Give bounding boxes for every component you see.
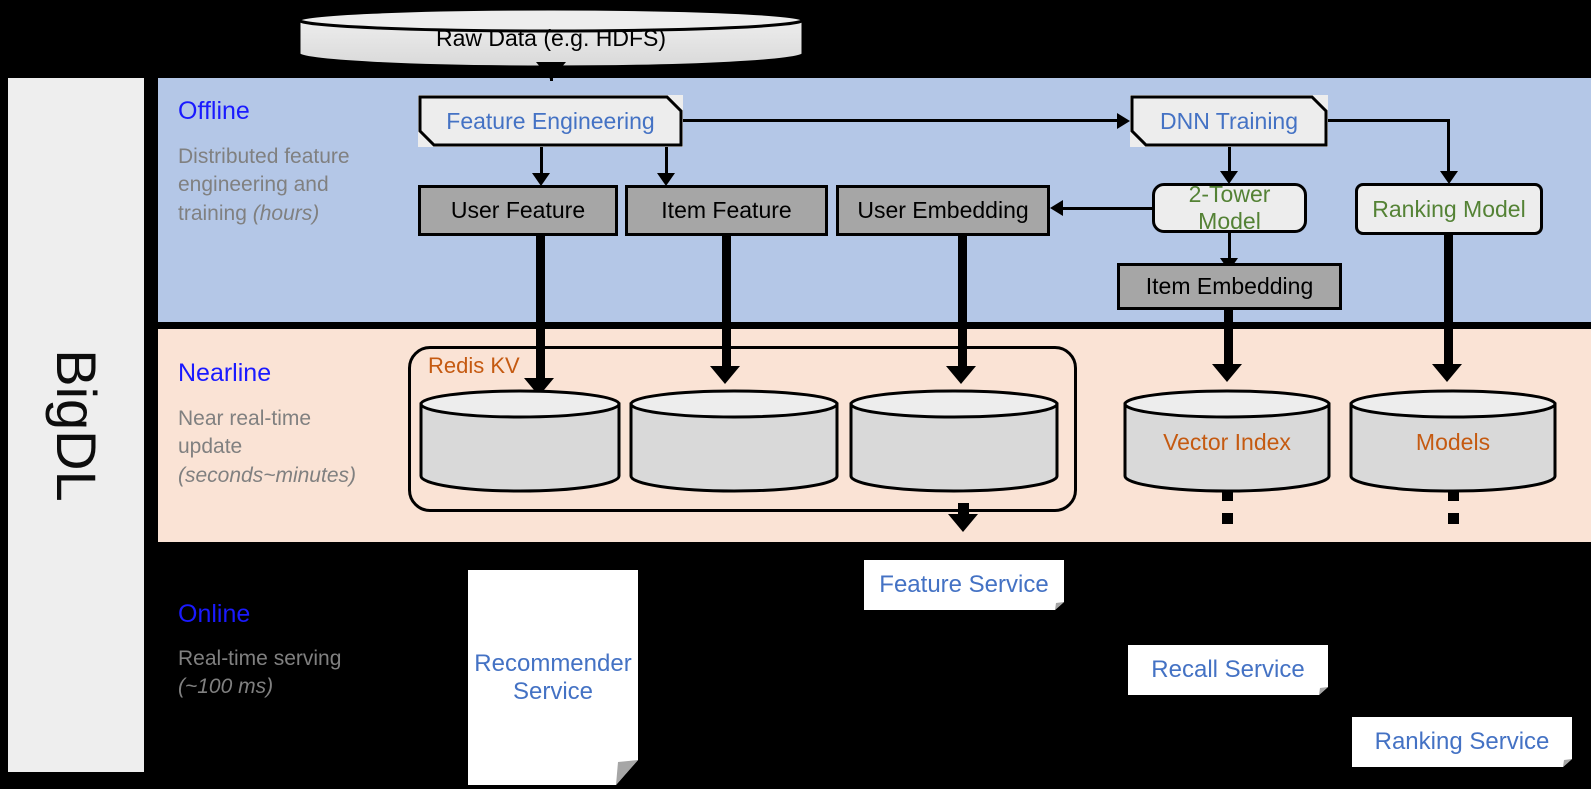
- pipe-itemfeature-arrow: [710, 366, 740, 384]
- recommender-service-card[interactable]: Recommender Service: [468, 570, 638, 785]
- recommender-service-label: Recommender Service: [474, 649, 632, 705]
- item-feature-node[interactable]: Item Feature: [625, 185, 828, 236]
- recall-service-card[interactable]: Recall Service: [1128, 645, 1328, 695]
- two-tower-model-node[interactable]: 2-Tower Model: [1152, 181, 1307, 234]
- pipe-userembedding-arrow: [946, 366, 976, 384]
- band-subtitle-offline: Distributed feature engineering and trai…: [178, 145, 350, 225]
- edge-dnn-ranking-v: [1447, 119, 1450, 171]
- vector-index-label: Vector Index: [1163, 428, 1291, 455]
- item-embedding-label: Item Embedding: [1145, 273, 1314, 299]
- edge-twotower-userembedding-arrow: [1050, 200, 1063, 216]
- user-feature-node[interactable]: User Feature: [418, 185, 618, 236]
- edge-dnn-ranking-arrow: [1440, 171, 1458, 184]
- user-embedding-node[interactable]: User Embedding: [836, 185, 1050, 236]
- ranking-service-card[interactable]: Ranking Service: [1352, 717, 1572, 767]
- redis-kv-label: Redis KV: [428, 353, 520, 378]
- band-subtitle-online: Real-time serving (~100 ms): [178, 647, 342, 699]
- edge-fe-userfeature: [540, 147, 543, 173]
- feature-service-label: Feature Service: [879, 571, 1049, 598]
- bigdl-logo-text: BigDL: [44, 348, 108, 502]
- connector-redis-featureservice-stub: [958, 503, 969, 514]
- band-title-offline: Offline: [178, 97, 250, 125]
- band-subtitle-nearline: Near real-time update (seconds~minutes): [178, 407, 356, 487]
- vector-index-cylinder: Vector Index: [1122, 388, 1332, 493]
- pipe-itemembedding-vectorindex: [1224, 310, 1233, 372]
- models-cylinder: Models: [1348, 388, 1558, 493]
- edge-twotower-itemembedding: [1228, 233, 1231, 258]
- two-tower-model-label: 2-Tower Model: [1188, 181, 1271, 234]
- store-user-feature-cylinder: [418, 388, 622, 493]
- raw-data-cylinder: Raw Data (e.g. HDFS): [296, 6, 806, 68]
- connector-models-stub-1: [1448, 490, 1459, 501]
- feature-engineering-node[interactable]: Feature Engineering: [418, 95, 683, 147]
- edge-dnn-ranking-h: [1328, 119, 1450, 122]
- user-feature-label: User Feature: [450, 197, 586, 223]
- edge-twotower-userembedding: [1063, 207, 1155, 210]
- ranking-model-node[interactable]: Ranking Model: [1355, 183, 1543, 235]
- edge-rawdata-fe-arrow: [536, 62, 566, 80]
- ranking-service-label: Ranking Service: [1374, 728, 1550, 755]
- raw-data-label: Raw Data (e.g. HDFS): [435, 24, 667, 51]
- pipe-rankingmodel-models: [1444, 235, 1453, 372]
- pipe-rankingmodel-arrow: [1432, 364, 1462, 382]
- connector-vectorindex-stub-1: [1222, 490, 1233, 501]
- band-title-online: Online: [178, 600, 251, 628]
- edge-fe-dnn: [683, 119, 1117, 122]
- item-feature-label: Item Feature: [661, 197, 792, 223]
- dnn-training-label: DNN Training: [1159, 107, 1299, 134]
- models-label: Models: [1415, 428, 1491, 455]
- connector-vectorindex-stub-2: [1222, 513, 1233, 524]
- pipe-userembedding-store: [958, 236, 967, 374]
- recall-service-label: Recall Service: [1151, 656, 1305, 683]
- edge-dnn-twotower-arrow: [1220, 171, 1238, 184]
- bigdl-logo: BigDL: [8, 78, 144, 772]
- edge-fe-userfeature-arrow: [532, 173, 550, 186]
- connector-redis-featureservice-arrow: [948, 514, 978, 532]
- edge-fe-dnn-arrow: [1117, 113, 1130, 129]
- bigdl-rail: BigDL: [8, 78, 144, 772]
- edge-fe-itemfeature: [665, 147, 668, 173]
- edge-fe-itemfeature-arrow: [657, 173, 675, 186]
- user-embedding-label: User Embedding: [857, 197, 1029, 223]
- store-item-feature-cylinder: [628, 388, 840, 493]
- feature-service-card[interactable]: Feature Service: [864, 560, 1064, 610]
- edge-dnn-twotower: [1228, 147, 1231, 171]
- store-user-embedding-cylinder: [848, 388, 1060, 493]
- ranking-model-label: Ranking Model: [1372, 195, 1526, 222]
- item-embedding-node[interactable]: Item Embedding: [1117, 263, 1342, 310]
- dnn-training-node[interactable]: DNN Training: [1130, 95, 1328, 147]
- feature-engineering-label: Feature Engineering: [446, 107, 655, 134]
- pipe-itemembedding-arrow: [1212, 364, 1242, 382]
- pipe-userfeature-store: [536, 236, 545, 386]
- redis-kv-container: [408, 346, 1077, 512]
- connector-models-stub-2: [1448, 513, 1459, 524]
- pipe-itemfeature-store: [722, 236, 731, 374]
- band-title-nearline: Nearline: [178, 359, 272, 387]
